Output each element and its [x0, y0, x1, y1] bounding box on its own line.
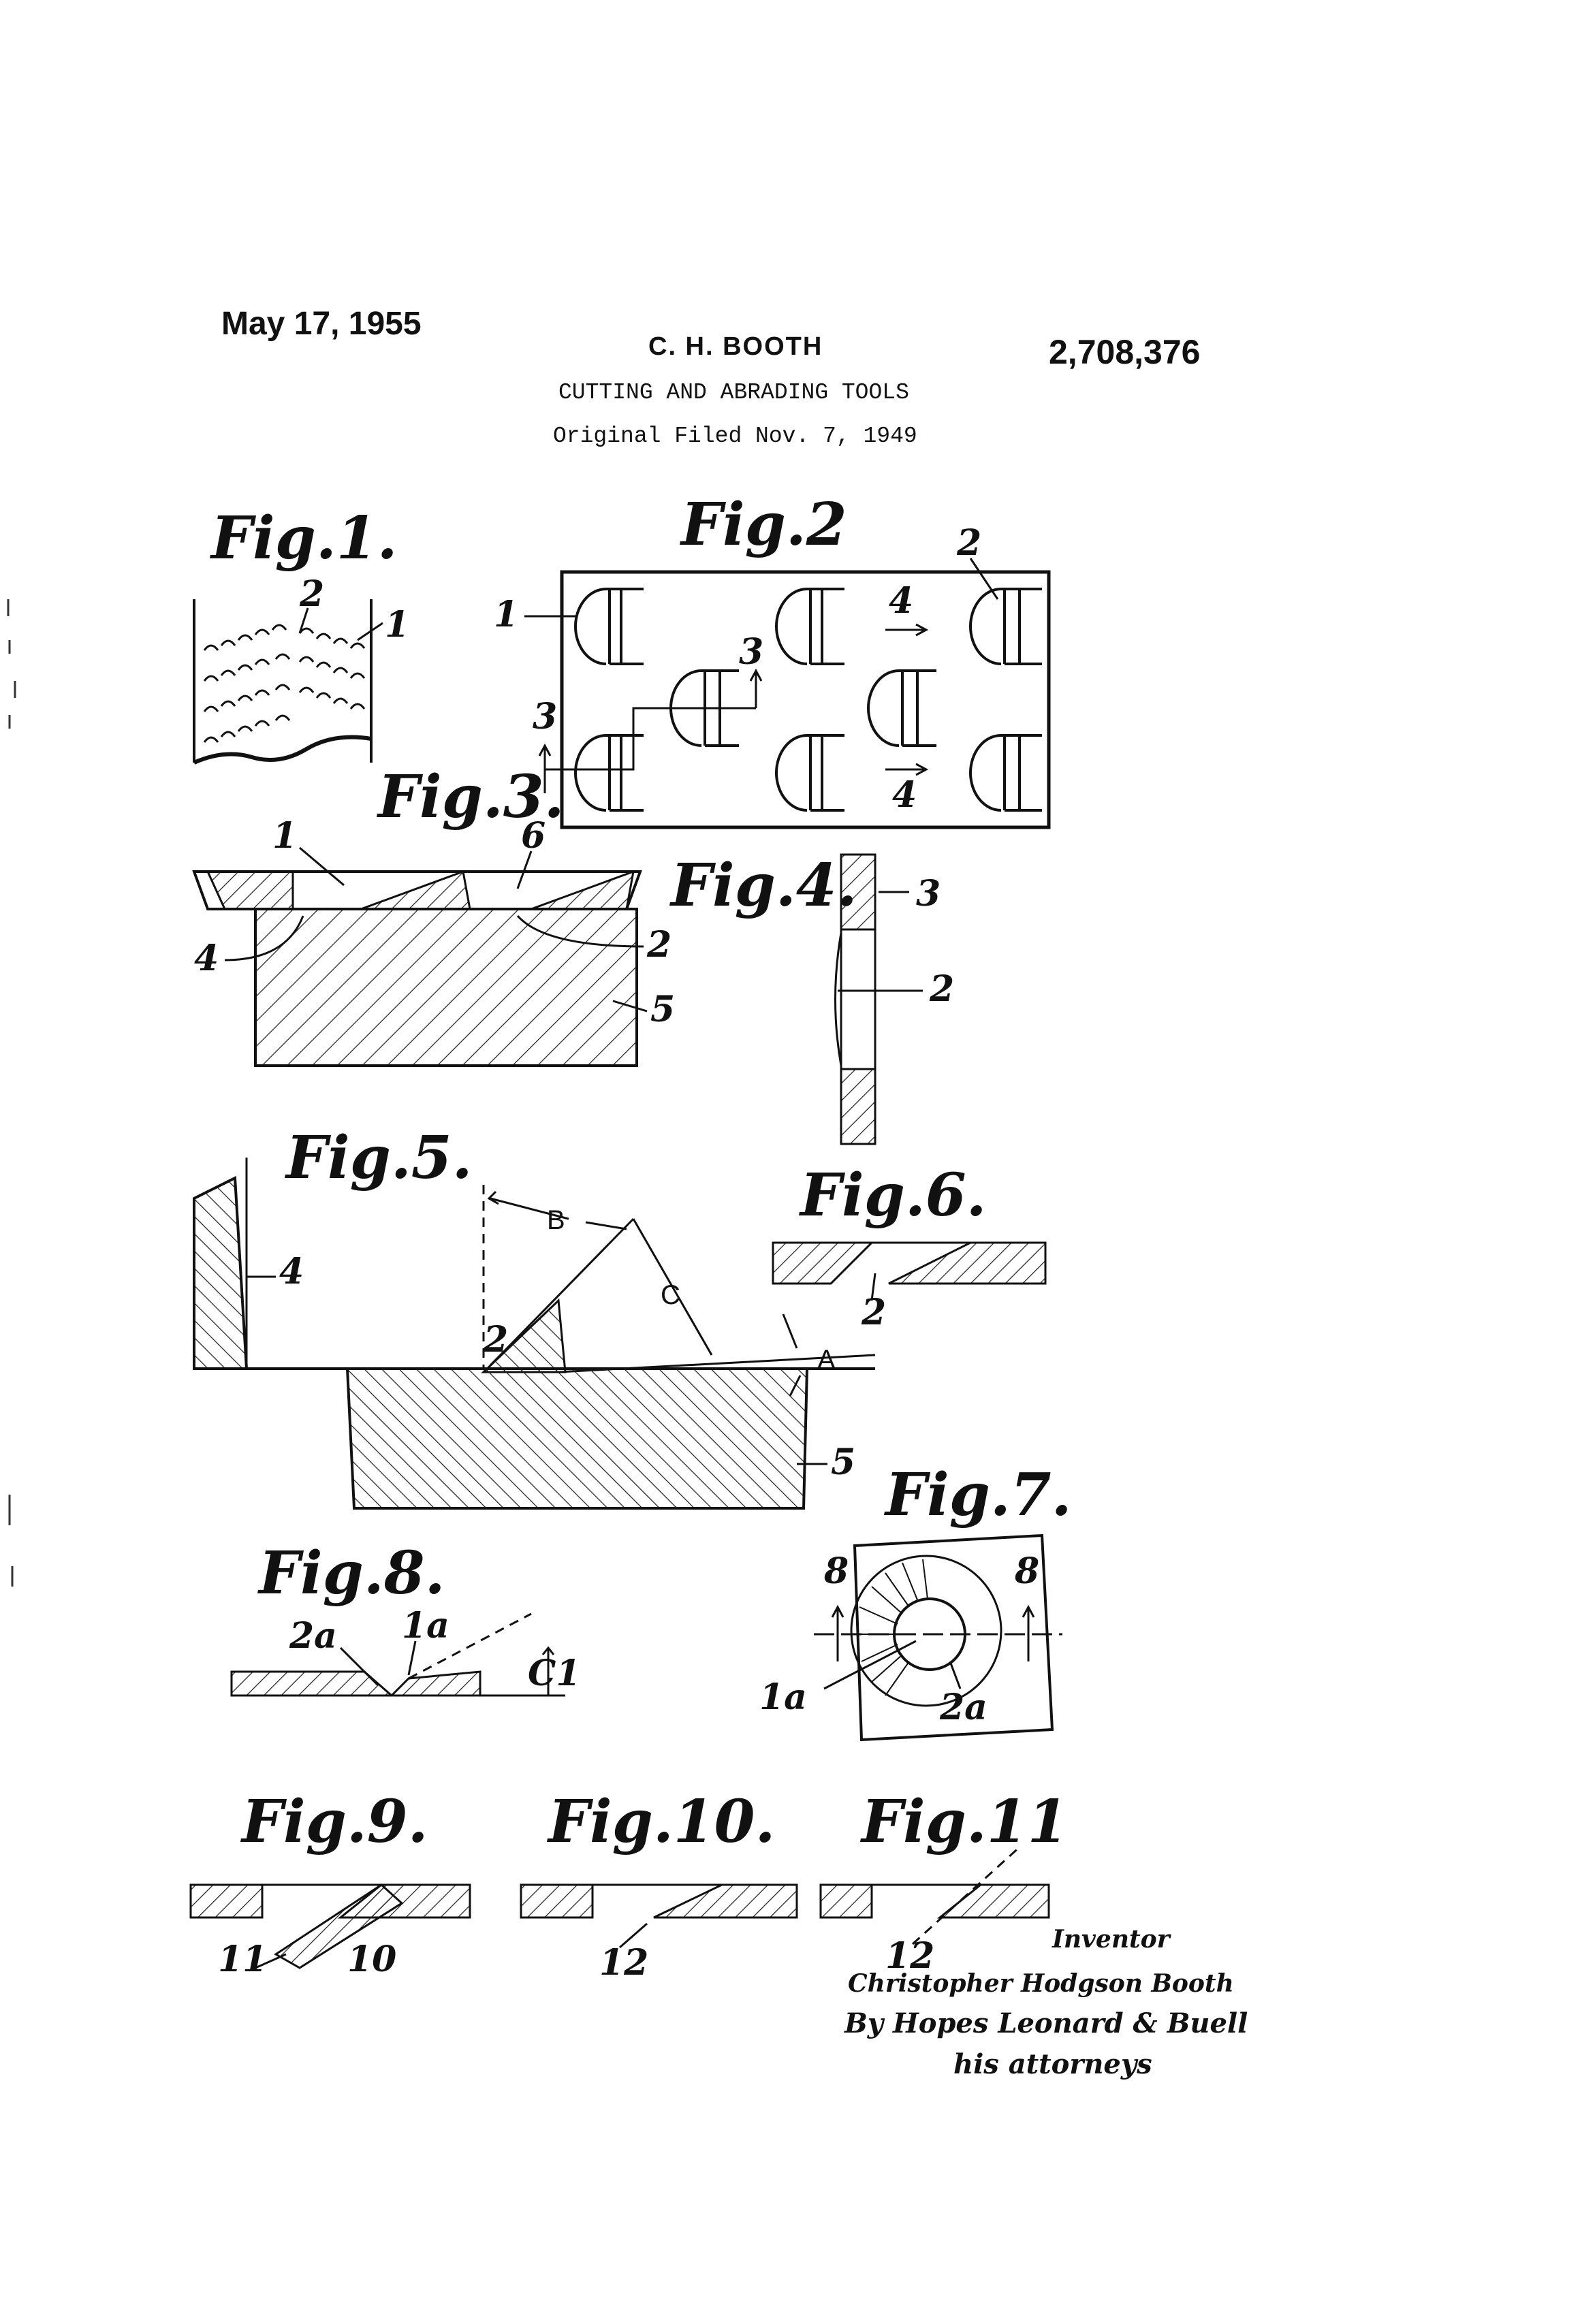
fig2-label: Fig.2: [679, 490, 847, 559]
figure-9: Fig.9. 11 10: [191, 1787, 470, 1980]
fig2-ref-4-top: 4: [889, 580, 913, 622]
fig11-label: Fig.11: [859, 1787, 1068, 1856]
fig9-label: Fig.9.: [240, 1787, 428, 1856]
fig6-section-left: [773, 1243, 872, 1284]
figure-2: Fig.2 1 2 4: [494, 490, 1049, 827]
fig10-ref-12: 12: [599, 1942, 648, 1984]
fig4-ref-3: 3: [916, 873, 941, 914]
fig5-letter-B: B: [547, 1205, 565, 1235]
fig2-cutter-apertures: [575, 589, 1042, 810]
fig2-plate-outline: [562, 572, 1049, 827]
fig7-outer-circle: [851, 1556, 1001, 1706]
attorney-caption: his attorneys: [953, 2048, 1152, 2080]
fig10-label: Fig.10.: [546, 1787, 775, 1856]
fig5-ref-4: 4: [279, 1251, 304, 1292]
fig8-label: Fig.8.: [257, 1539, 445, 1608]
patent-title: CUTTING AND ABRADING TOOLS: [558, 380, 909, 405]
figure-7: Fig.7. 8 8 1a 2a: [759, 1461, 1072, 1740]
fig8-ref-2a: 2a: [289, 1615, 337, 1657]
fig7-label: Fig.7.: [883, 1461, 1072, 1529]
fig1-ref-1: 1: [385, 604, 409, 646]
fig5-ref-2: 2: [483, 1319, 508, 1360]
figure-8: Fig.8. 2a 1a C1: [232, 1539, 581, 1696]
fig7-ref-1a: 1a: [759, 1676, 807, 1718]
fig7-ref-8-left: 8: [823, 1550, 849, 1592]
fig1-broken-edge: [194, 737, 371, 763]
fig3-ref-5: 5: [650, 989, 675, 1030]
fig4-ref-2: 2: [929, 968, 954, 1010]
fig2-ref-3-left: 3: [533, 696, 557, 737]
fig1-label: Fig.1.: [209, 504, 398, 573]
fig3-tooth-2: [361, 872, 470, 909]
fig1-teeth: [204, 625, 364, 742]
fig3-ref-6: 6: [521, 815, 546, 857]
inventor-name: C. H. BOOTH: [648, 332, 823, 362]
fig9-ref-11: 11: [218, 1939, 267, 1980]
scan-margin-marks: [8, 599, 15, 1587]
fig9-ref-10: 10: [347, 1939, 396, 1980]
figure-6: Fig.6. 2: [773, 1161, 1045, 1333]
patent-number: 2,708,376: [1049, 332, 1200, 372]
fig2-ref-2: 2: [956, 522, 981, 564]
attorney-signature: By Hopes Leonard & Buell: [844, 2007, 1248, 2039]
patent-date: May 17, 1955: [221, 305, 422, 343]
fig5-wall-4: [194, 1178, 247, 1369]
fig1-ref-2: 2: [299, 573, 324, 615]
fig6-section-right: [889, 1243, 1045, 1284]
fig8-section-right: [392, 1672, 480, 1696]
inventor-signature-name: Christopher Hodgson Booth: [848, 1969, 1234, 1998]
fig9-section-left: [191, 1885, 262, 1917]
fig8-ref-1a: 1a: [402, 1605, 449, 1646]
fig3-tooth-3: [531, 872, 633, 909]
fig6-ref-2: 2: [861, 1292, 886, 1333]
figure-4: Fig.4. 3 2: [669, 851, 954, 1144]
fig3-ref-4: 4: [194, 938, 219, 979]
fig5-letter-C: C: [661, 1280, 680, 1310]
fig6-label: Fig.6.: [798, 1161, 987, 1230]
fig4-aperture: [836, 929, 876, 1069]
fig7-ref-2a: 2a: [939, 1687, 988, 1728]
fig2-ref-4-bottom: 4: [892, 774, 917, 816]
fig3-ref-2: 2: [646, 924, 672, 966]
fig5-label: Fig.5.: [284, 1124, 473, 1192]
figure-3: Fig.3. 1 6 4 2 5: [194, 763, 675, 1066]
fig2-ref-3-right: 3: [739, 631, 763, 673]
inventor-caption: Inventor: [1052, 1925, 1172, 1954]
fig4-section-top: [841, 855, 875, 929]
figure-5: Fig.5. B C A 4 2 5: [194, 1124, 875, 1508]
figure-10: Fig.10. 12: [521, 1787, 797, 1984]
fig3-tooth-1: [208, 872, 293, 909]
fig5-body-5: [347, 1369, 807, 1508]
fig3-body: [255, 909, 637, 1066]
fig5-ref-5: 5: [831, 1442, 855, 1483]
fig2-ref-1: 1: [494, 594, 518, 635]
fig11-section-right: [940, 1885, 1049, 1917]
fig7-ref-8-right: 8: [1014, 1550, 1039, 1592]
fig10-section-right: [654, 1885, 797, 1917]
fig10-section-left: [521, 1885, 592, 1917]
fig4-label: Fig.4.: [669, 851, 857, 920]
figure-1: Fig.1. 2 1: [194, 504, 409, 763]
fig11-section-left: [821, 1885, 872, 1917]
figure-11: Fig.11 12: [821, 1787, 1068, 1977]
fig3-ref-1: 1: [272, 815, 297, 857]
fig4-section-bottom: [841, 1069, 875, 1144]
filing-note: Original Filed Nov. 7, 1949: [553, 424, 917, 449]
fig5-letter-A: A: [817, 1345, 836, 1375]
fig8-ref-C1: C1: [528, 1653, 581, 1694]
